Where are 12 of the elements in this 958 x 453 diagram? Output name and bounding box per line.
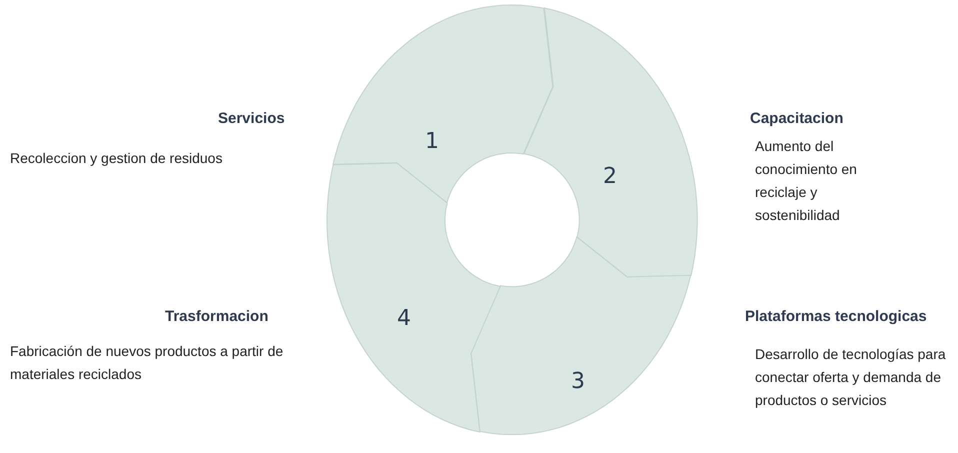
step-heading: Trasformacion [165, 308, 268, 325]
step-number: 4 [396, 306, 411, 331]
step-number: 2 [602, 164, 617, 189]
step-description: Fabricación de nuevos productos a partir de materiales reciclados [10, 342, 284, 384]
step-heading: Servicios [218, 110, 285, 127]
step-heading: Capacitacion [750, 110, 844, 127]
step-description: Aumento del conocimiento en reciclaje y sostenibilidad [755, 137, 858, 225]
step-description: Desarrollo de tecnologías para conectar oferta y demanda de productos o servicios [755, 345, 947, 410]
step-heading: Plataformas tecnologicas [745, 308, 927, 325]
step-description: Recoleccion y gestion de residuos [10, 149, 224, 168]
step-number: 1 [424, 129, 439, 154]
step-number: 3 [570, 368, 585, 394]
